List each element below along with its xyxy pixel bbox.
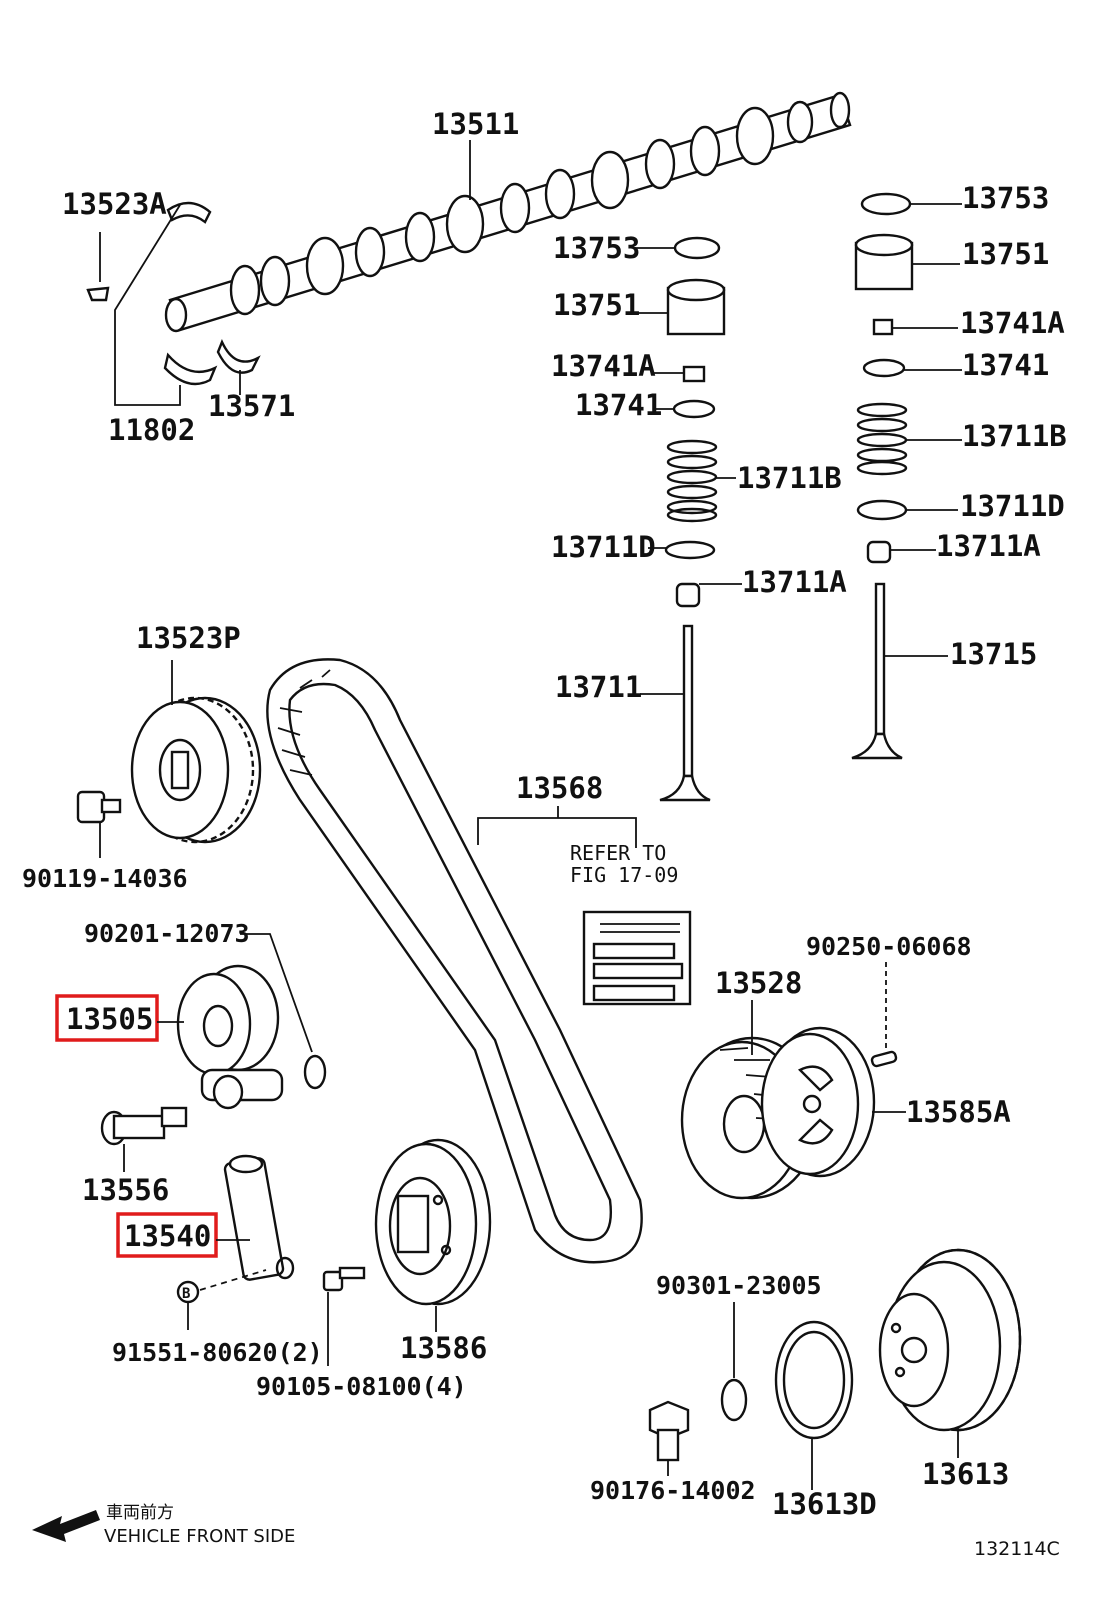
front-note-en: VEHICLE FRONT SIDE [104,1526,295,1547]
label-13741-b: 13741 [962,348,1049,382]
crankshaft-gear-13613[interactable] [878,1248,1022,1432]
label-90119: 90119-14036 [22,864,188,893]
seal-13711A-b[interactable] [866,540,892,564]
label-11802: 11802 [108,413,195,447]
front-note-jp: 車両前方 [106,1503,174,1523]
camshaft-pulley-13523P[interactable] [130,696,262,844]
crankshaft-pulley-13586[interactable] [374,1138,492,1306]
label-13711A-a: 13711A [742,565,847,599]
pin-13556[interactable] [100,1106,188,1146]
label-13613: 13613 [922,1457,1009,1491]
label-13586: 13586 [400,1331,487,1365]
label-13741A-a: 13741A [551,349,656,383]
shim-13753-a[interactable] [673,236,721,260]
label-13711D-a: 13711D [551,530,656,564]
highlight-13540 [116,1212,218,1258]
label-90301: 90301-23005 [656,1271,822,1300]
refer-note-line2: FIG 17-09 [570,863,678,887]
o-ring-90301-23005[interactable] [720,1378,748,1422]
label-13528: 13528 [715,966,802,1000]
bolt-90119-14036[interactable] [76,790,122,824]
label-90176: 90176-14002 [590,1476,756,1505]
oil-pump-drive-gear-13585A[interactable] [760,1026,876,1178]
front-arrow-icon [32,1510,100,1542]
label-13711A-b: 13711A [936,529,1041,563]
oil-seal-13613D[interactable] [774,1320,854,1440]
washer-90201-12073[interactable] [303,1054,327,1090]
diagram-id: 132114C [974,1538,1060,1560]
timing-belt-13568[interactable] [266,658,643,1264]
label-90105: 90105-08100(4) [256,1372,467,1401]
spring-13711B-b[interactable] [856,402,908,476]
label-13511: 13511 [432,107,519,141]
idler-pulley-13505[interactable] [176,964,284,1110]
spring-13711B-a[interactable] [666,439,718,523]
shim-13753-b[interactable] [860,192,912,216]
tensioner-13540[interactable] [223,1154,295,1281]
label-13523P: 13523P [136,621,241,655]
valve-stack-intake [659,236,726,802]
b-mark: B [182,1286,190,1302]
highlight-13505 [55,994,159,1042]
seat-13711D-a[interactable] [664,540,716,560]
keeper-13741A-b[interactable] [872,318,894,336]
label-13711B-b: 13711B [962,419,1067,453]
label-13556: 13556 [82,1173,169,1207]
thrust-washer-13571[interactable] [216,338,261,374]
label-91551: 91551-80620(2) [112,1338,323,1367]
retainer-13741-a[interactable] [672,399,716,419]
lifter-13751-b[interactable] [854,233,914,291]
label-13613D: 13613D [772,1487,877,1521]
lifter-13751-a[interactable] [666,278,726,336]
seal-13711A-a[interactable] [675,582,701,608]
label-13571: 13571 [208,389,295,423]
keeper-13741A-a[interactable] [682,365,706,383]
label-13715: 13715 [950,637,1037,671]
seat-13711D-b[interactable] [856,499,908,521]
label-13568: 13568 [516,771,603,805]
label-13523A: 13523A [62,187,167,221]
refer-note-line1: REFER TO [570,841,666,865]
label-13540: 13540 [124,1219,211,1253]
camshaft-13511[interactable] [164,91,852,333]
label-90201: 90201-12073 [84,919,250,948]
retainer-13741-b[interactable] [862,358,906,378]
valve-stack-exhaust [851,192,914,760]
bolt-90105-08100[interactable] [322,1266,366,1292]
label-13711D-b: 13711D [960,489,1065,523]
belt-guide-icon[interactable] [582,910,692,1006]
label-13753-a: 13753 [553,231,640,265]
bearing-13523A[interactable] [166,201,212,224]
label-13741-a: 13741 [575,388,662,422]
label-13585A: 13585A [906,1095,1011,1129]
bearing-11802[interactable] [163,352,218,386]
pin-90250-06068[interactable] [870,1050,898,1068]
label-13711: 13711 [555,670,642,704]
valve-13711[interactable] [659,624,711,802]
bolt-90176-14002[interactable] [648,1400,690,1462]
label-13741A-b: 13741A [960,306,1065,340]
key-icon [86,286,110,302]
valve-13715[interactable] [851,582,903,760]
label-13751-b: 13751 [962,237,1049,271]
label-90250: 90250-06068 [806,932,972,961]
label-13505: 13505 [66,1002,153,1036]
label-13711B-a: 13711B [737,461,842,495]
label-13753-b: 13753 [962,181,1049,215]
label-13751-a: 13751 [553,288,640,322]
